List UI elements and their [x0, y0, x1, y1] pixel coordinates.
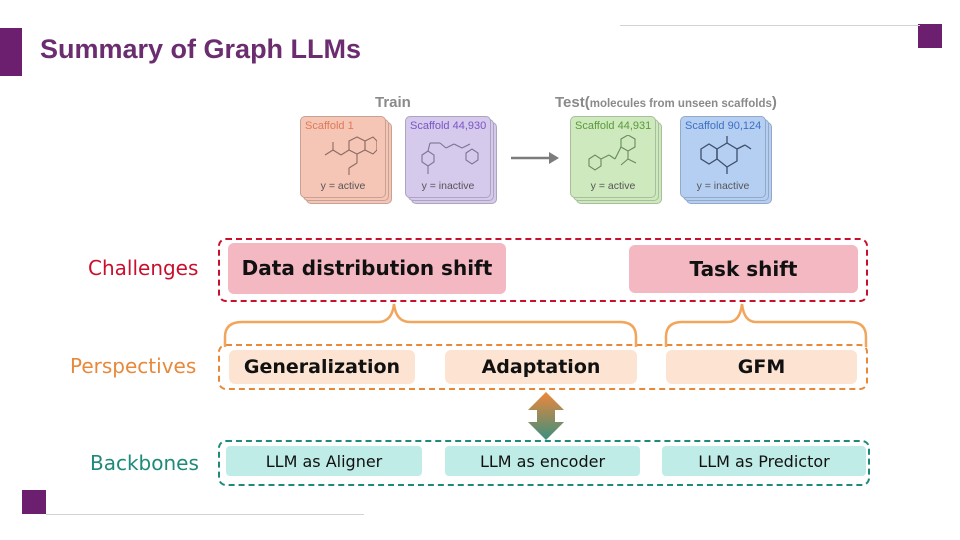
backbones-group-box	[218, 440, 870, 486]
scaffold-card-2: Scaffold 44,930 y = inactive	[405, 116, 491, 198]
scaffold-card-1: Scaffold 1 y = active	[300, 116, 386, 198]
perspectives-group-box	[218, 344, 868, 390]
scaffold-card-stack-3: Scaffold 44,931 y = active	[570, 116, 662, 204]
scaffold-card-stack-1: Scaffold 1 y = active	[300, 116, 392, 204]
scaffold-card-4: Scaffold 90,124 y = inactive	[680, 116, 766, 198]
molecule-icon	[700, 136, 752, 174]
challenge-data-distribution-shift: Data distribution shift	[228, 243, 506, 294]
title-accent-bar	[0, 28, 22, 76]
scaffold-card-stack-4: Scaffold 90,124 y = inactive	[680, 116, 772, 204]
backbone-llm-as-predictor: LLM as Predictor	[662, 446, 866, 476]
scaffold-split-illustration: Train Test(molecules from unseen scaffol…	[295, 92, 795, 218]
perspectives-label: Perspectives	[70, 354, 197, 378]
corner-accent-square-bottom	[22, 490, 46, 514]
brace-task-shift	[664, 303, 868, 347]
backbone-llm-as-aligner: LLM as Aligner	[226, 446, 422, 476]
brace-data-shift	[223, 303, 638, 347]
activity-label: y = active	[590, 180, 636, 192]
challenges-group-box	[218, 238, 868, 302]
activity-label: y = active	[320, 180, 366, 192]
scaffold-id: Scaffold 1	[305, 120, 354, 132]
molecule-icon	[588, 135, 637, 171]
challenges-label: Challenges	[88, 256, 199, 280]
scaffold-id: Scaffold 44,930	[410, 120, 487, 132]
perspective-generalization: Generalization	[229, 350, 415, 384]
molecule-icon	[421, 142, 479, 174]
scaffold-card-stack-2: Scaffold 44,930 y = inactive	[405, 116, 497, 204]
train-label: Train	[375, 94, 411, 111]
arrow-right-icon	[511, 152, 559, 164]
activity-label: y = inactive	[696, 180, 750, 192]
top-rule	[620, 25, 920, 26]
backbones-label: Backbones	[90, 451, 199, 475]
scaffold-id: Scaffold 90,124	[685, 120, 762, 132]
challenge-task-shift: Task shift	[629, 245, 858, 293]
page-title: Summary of Graph LLMs	[40, 34, 362, 64]
perspective-gfm: GFM	[666, 350, 857, 384]
test-label: Test(molecules from unseen scaffolds)	[555, 94, 777, 111]
molecule-icon	[324, 136, 377, 175]
activity-label: y = inactive	[421, 180, 475, 192]
perspective-adaptation: Adaptation	[445, 350, 637, 384]
corner-accent-square-top	[918, 24, 942, 48]
scaffold-id: Scaffold 44,931	[575, 120, 652, 132]
bottom-rule	[46, 514, 364, 515]
scaffold-card-3: Scaffold 44,931 y = active	[570, 116, 656, 198]
backbone-llm-as-encoder: LLM as encoder	[445, 446, 640, 476]
